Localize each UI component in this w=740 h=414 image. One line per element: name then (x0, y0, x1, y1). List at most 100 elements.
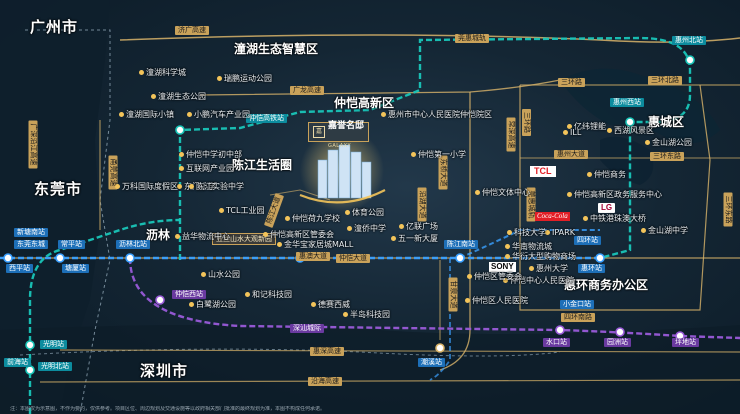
poi-label[interactable]: 仲恺中心人民医院 (510, 276, 574, 285)
road-ganquan: 莞惠城轨 (455, 34, 489, 43)
station-huizhou-west[interactable]: 惠州西站 (610, 98, 644, 107)
poi-label[interactable]: 仲恺高新区政务服务中心 (574, 190, 662, 199)
station-sihuan[interactable]: 四环站 (574, 236, 601, 245)
poi-label[interactable]: 体育公园 (352, 208, 384, 217)
station-huihuan[interactable]: 惠环站 (578, 264, 605, 273)
poi-label[interactable]: 金华宝家居城MALL (284, 240, 354, 249)
poi-label[interactable]: 仲恺文体中心 (482, 188, 530, 197)
station-huizhou-north[interactable]: 惠州北站 (672, 36, 706, 45)
poi-label[interactable]: 潼侨中学 (354, 224, 386, 233)
poi-marker-icon (465, 298, 470, 303)
poi-label[interactable]: TCL工业园 (226, 206, 265, 215)
poi-label[interactable]: 潼湖国际小镇 (126, 110, 174, 119)
road-sanhuan-ne: 三环路 (558, 78, 585, 87)
poi-marker-icon (399, 224, 404, 229)
poi-marker-icon (151, 94, 156, 99)
road-sihuan-south: 四环南路 (561, 313, 595, 322)
poi-label[interactable]: 仲恺高新区管委会 (270, 230, 334, 239)
road-sanhuan-north: 三环北路 (648, 76, 682, 85)
shenzhen-region (0, 325, 740, 414)
shenzhen-boundary (19, 348, 561, 357)
poi-marker-icon (189, 302, 194, 307)
poi-label[interactable]: 科技大学 (514, 228, 546, 237)
poi-label[interactable]: 潼湖生态公园 (158, 92, 206, 101)
rail-shenshan-label: 深汕城际 (290, 324, 324, 333)
poi-label[interactable]: 亿联广场 (406, 222, 438, 231)
poi-label[interactable]: 惠州大学 (536, 264, 568, 273)
station-changping[interactable]: 常平站 (58, 240, 85, 249)
station-zhongkai-west[interactable]: 仲恺西站 (172, 290, 206, 299)
station-lilin-north[interactable]: 沥林北站 (116, 240, 150, 249)
poi-label[interactable]: 仲恺区管委会 (474, 272, 522, 281)
poi-label[interactable]: 瑞鹏运动公园 (224, 74, 272, 83)
road-yanhu: 沿湖大道 (417, 187, 427, 222)
poi-label[interactable]: 白鹭湖公园 (196, 300, 236, 309)
project-label[interactable]: 嘉 嘉誉名邸 GALAXY (308, 121, 370, 149)
poi-label[interactable]: 潼湖科学城 (146, 68, 186, 77)
city-dongguan: 东莞市 (34, 180, 83, 198)
brand-lg: LG (598, 203, 616, 213)
poi-label[interactable]: 惠州市中心人民医院仲恺院区 (388, 110, 492, 119)
west-rail (28, 218, 181, 414)
poi-marker-icon (177, 184, 182, 189)
poi-label[interactable]: 仲恺商务 (594, 170, 626, 179)
station-xiaojinkou[interactable]: 小金口站 (560, 300, 594, 309)
poi-label[interactable]: 小鹏汽车产业园 (194, 110, 250, 119)
dongguan-region (0, 0, 110, 414)
zone-chenjiang: 陈江生活圈 (232, 158, 293, 172)
station-zhongkai-gaotie[interactable]: 仲恺高铁站 (246, 114, 287, 123)
brand-sony: SONY (489, 262, 516, 272)
road-yongguan: 惠深高速 (310, 347, 344, 356)
poi-marker-icon (201, 272, 206, 277)
brand-tcl: TCL (530, 166, 556, 177)
road-zhongkai-ave: 仲恺大道 (336, 254, 370, 263)
road-sanhuan-w: 三环路 (522, 109, 531, 136)
road-guanglong: 广龙高速 (290, 86, 324, 95)
poi-label[interactable]: 金山湖中学 (648, 226, 688, 235)
poi-label[interactable]: 亿纬锂能 (574, 122, 606, 131)
station-qianhai[interactable]: 前海站 (4, 358, 31, 367)
poi-label[interactable]: 仲恺荷九学校 (292, 214, 340, 223)
poi-label[interactable]: 万科国际度假区 (122, 182, 178, 191)
poi-label[interactable]: 仲恺区人民医院 (472, 296, 528, 305)
poi-marker-icon (115, 184, 120, 189)
road-ganjiang: 甘泉大道 (448, 277, 458, 312)
station-shuikou[interactable]: 水口站 (543, 338, 570, 347)
poi-marker-icon (641, 228, 646, 233)
zone-tanhu: 潼湖生态智慧区 (234, 42, 319, 56)
poi-label[interactable]: 互联网产业园 (186, 164, 234, 173)
project-towers (317, 144, 372, 199)
poi-label[interactable]: 中铁港珠澳大桥 (590, 214, 646, 223)
station-guangming-north[interactable]: 光明北站 (38, 362, 72, 371)
poi-label[interactable]: 仲恺第一小学 (418, 150, 466, 159)
poi-label[interactable]: 五一新大厦 (398, 234, 438, 243)
poi-label[interactable]: ILL (570, 128, 582, 137)
station-dongguan-dongcheng[interactable]: 东莞东城 (14, 240, 48, 249)
station-chenjiang-south[interactable]: 陈江南站 (444, 240, 478, 249)
poi-label[interactable]: 陈江实验中学 (196, 182, 244, 191)
station-guangming[interactable]: 光明站 (40, 340, 67, 349)
poi-label[interactable]: 半岛科技园 (350, 310, 390, 319)
poi-label[interactable]: 东门小学 (184, 182, 216, 191)
poi-label[interactable]: 华南物流城 (512, 242, 552, 251)
poi-label[interactable]: 德赛西威 (318, 300, 350, 309)
station-yuanzhou[interactable]: 园洲站 (604, 338, 631, 347)
poi-marker-icon (563, 130, 568, 135)
station-pingdi[interactable]: 坪地站 (672, 338, 699, 347)
poi-marker-icon (475, 190, 480, 195)
poi-marker-icon (381, 112, 386, 117)
station-xiping[interactable]: 西平站 (6, 264, 33, 273)
road-sanhuan-east: 三环东路 (723, 192, 733, 227)
poi-label[interactable]: 益华物流中心 (182, 232, 230, 241)
poi-label[interactable]: 和记科技园 (252, 290, 292, 299)
poi-label[interactable]: 华衍大型购物商场 (512, 252, 576, 261)
poi-label[interactable]: 山水公园 (208, 270, 240, 279)
poi-label[interactable]: IPARK (552, 228, 575, 237)
poi-label[interactable]: 仲恺中学初中部 (186, 150, 242, 159)
station-xinzhen[interactable]: 新塘南站 (14, 228, 48, 237)
poi-label[interactable]: 西湖风景区 (614, 126, 654, 135)
poi-label[interactable]: 金山湖公园 (652, 138, 692, 147)
station-tangxia[interactable]: 塘厦站 (62, 264, 89, 273)
station-chaoxi[interactable]: 潮溪站 (418, 358, 445, 367)
station-markers (3, 55, 695, 375)
